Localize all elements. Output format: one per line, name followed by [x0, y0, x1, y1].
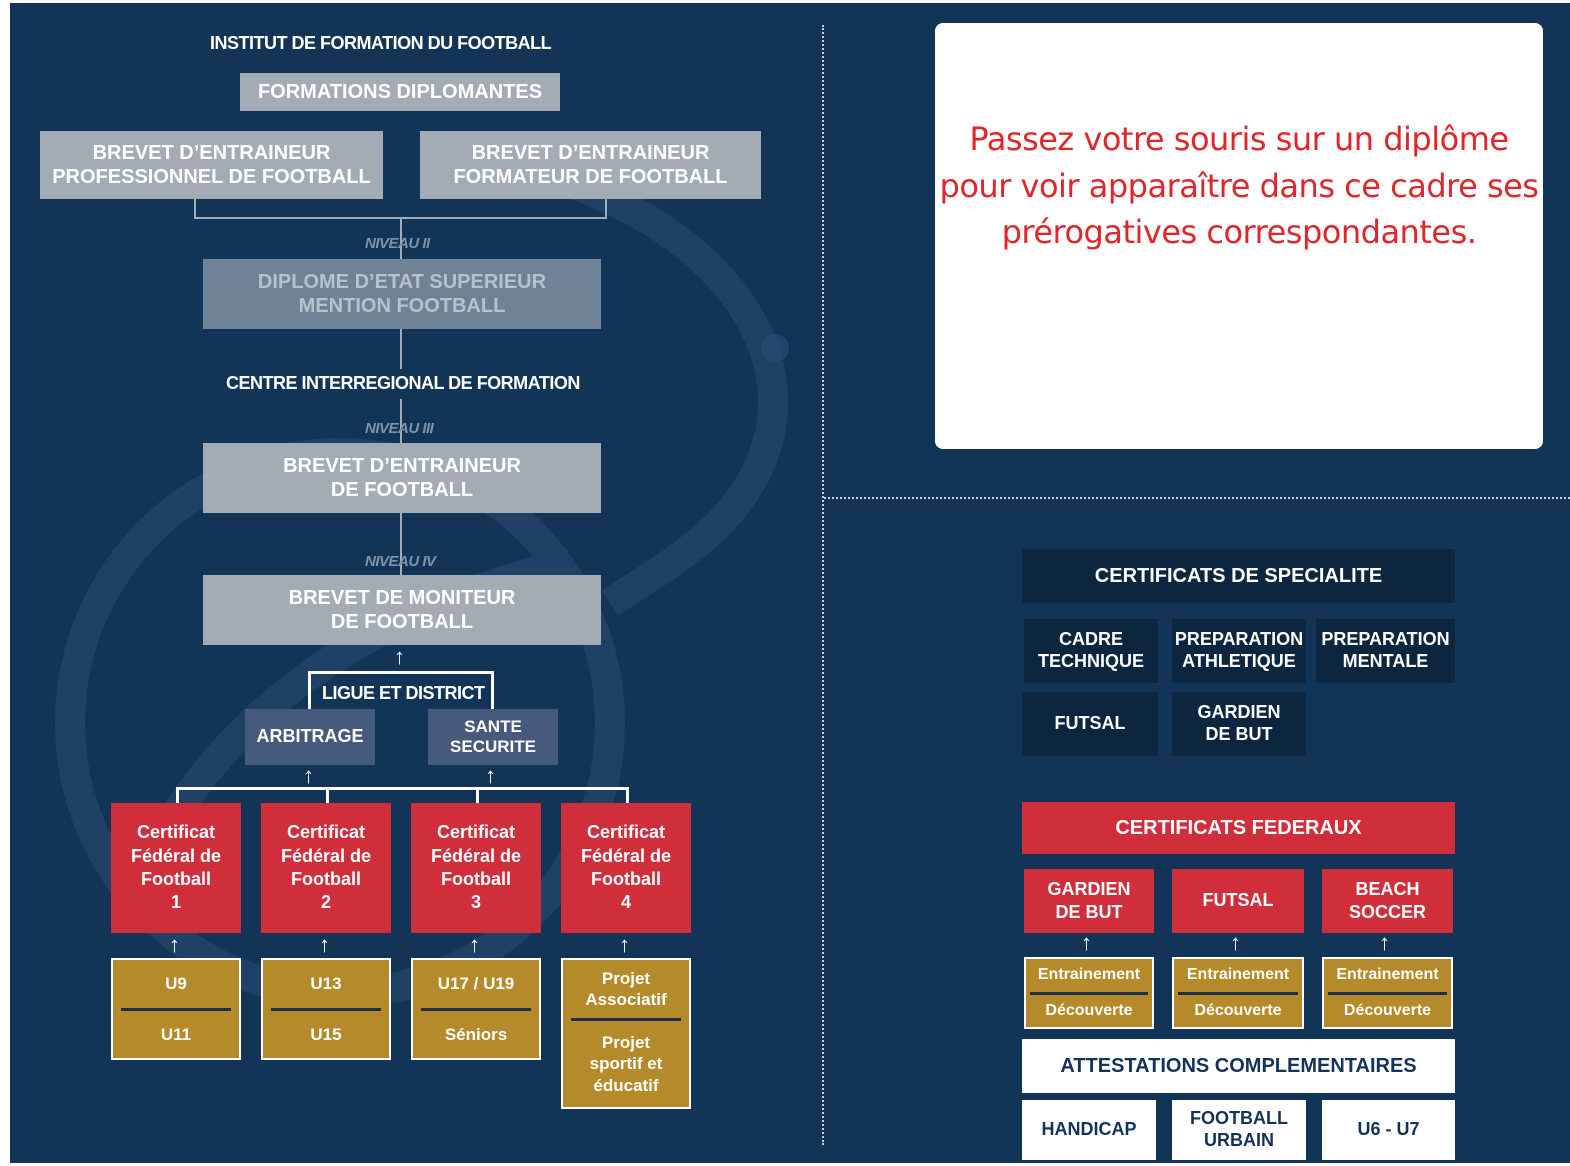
divider [421, 1007, 531, 1011]
connector [626, 787, 629, 803]
bef-diploma[interactable]: BREVET D’ENTRAINEUR DE FOOTBALL [203, 443, 601, 513]
specialite-gardien-de-but[interactable]: GARDIEN DE BUT [1172, 692, 1306, 756]
attestation-u6-u7[interactable]: U6 - U7 [1322, 1100, 1455, 1160]
level-top: Entrainement [1186, 966, 1290, 984]
divider [121, 1007, 231, 1011]
connector [176, 787, 179, 803]
up-arrow-icon: ↑ [169, 932, 180, 957]
bepf-diploma[interactable]: BREVET D’ENTRAINEUR PROFESSIONNEL DE FOO… [40, 131, 383, 199]
up-arrow-icon: ↑ [319, 932, 330, 957]
category-top: U17 / U19 [437, 974, 515, 994]
diagram-canvas: INSTITUT DE FORMATION DU FOOTBALL FORMAT… [10, 3, 1570, 1163]
divider [271, 1007, 381, 1011]
divider [1328, 991, 1447, 995]
up-arrow-icon: ↑ [1230, 930, 1241, 955]
niveau-iv-label: NIVEAU IV [365, 553, 436, 570]
specialite-preparation-athletique[interactable]: PREPARATION ATHLETIQUE [1172, 619, 1306, 683]
level-top: Entrainement [1336, 966, 1439, 984]
cff3-certificate[interactable]: Certificat Fédéral de Football 3 [411, 803, 541, 933]
specialite-preparation-mentale[interactable]: PREPARATION MENTALE [1316, 619, 1455, 683]
cff2-categories[interactable]: U13 U15 [261, 958, 391, 1060]
centre-interregional-label: CENTRE INTERREGIONAL DE FORMATION [226, 373, 580, 393]
federal-futsal-levels[interactable]: Entrainement Découverte [1172, 957, 1304, 1029]
bmf-diploma[interactable]: BREVET DE MONITEUR DE FOOTBALL [203, 575, 601, 645]
prerogatives-panel: Passez votre souris sur un diplôme pour … [935, 23, 1543, 449]
horizontal-separator [824, 497, 1570, 499]
level-bottom: Découverte [1194, 1001, 1282, 1019]
up-arrow-icon: ↑ [394, 644, 405, 669]
level-bottom: Découverte [1045, 1001, 1133, 1019]
sante-securite-box[interactable]: SANTE SECURITE [428, 709, 558, 765]
cff1-categories[interactable]: U9 U11 [111, 958, 241, 1060]
attestation-handicap[interactable]: HANDICAP [1022, 1100, 1156, 1160]
connector [400, 513, 402, 575]
instruction-text: Passez votre souris sur un diplôme pour … [939, 120, 1539, 252]
connector [308, 671, 311, 709]
category-bottom: U15 [310, 1024, 342, 1044]
cff3-categories[interactable]: U17 / U19 Séniors [411, 958, 541, 1060]
specialite-cadre-technique[interactable]: CADRE TECHNIQUE [1024, 619, 1158, 683]
federal-beach-levels[interactable]: Entrainement Découverte [1322, 957, 1453, 1029]
connector [476, 787, 479, 803]
category-top: Projet Associatif [585, 968, 667, 1009]
level-top: Entrainement [1037, 966, 1141, 984]
connector [400, 217, 402, 259]
connector [308, 671, 494, 674]
desjeps-diploma[interactable]: DIPLOME D’ETAT SUPERIEUR MENTION FOOTBAL… [203, 259, 601, 329]
up-arrow-icon: ↑ [1081, 930, 1092, 955]
attestations-title: ATTESTATIONS COMPLEMENTAIRES [1022, 1039, 1455, 1093]
up-arrow-icon: ↑ [303, 763, 314, 788]
federal-futsal[interactable]: FUTSAL [1172, 869, 1304, 933]
connector [491, 671, 494, 709]
category-bottom: Projet sportif et éducatif [589, 1033, 663, 1095]
federal-gardien-levels[interactable]: Entrainement Découverte [1024, 957, 1154, 1029]
federal-beach-soccer[interactable]: BEACH SOCCER [1322, 869, 1453, 933]
federaux-title: CERTIFICATS FEDERAUX [1022, 802, 1455, 854]
connector [400, 399, 402, 443]
cff4-categories[interactable]: Projet Associatif Projet sportif et éduc… [561, 958, 691, 1109]
cff2-certificate[interactable]: Certificat Fédéral de Football 2 [261, 803, 391, 933]
up-arrow-icon: ↑ [469, 932, 480, 957]
up-arrow-icon: ↑ [485, 763, 496, 788]
category-top: U13 [310, 974, 342, 994]
category-bottom: Séniors [444, 1024, 508, 1044]
category-bottom: U11 [160, 1024, 192, 1044]
specialite-futsal[interactable]: FUTSAL [1022, 692, 1158, 756]
specialite-title: CERTIFICATS DE SPECIALITE [1022, 549, 1455, 603]
federal-gardien-de-but[interactable]: GARDIEN DE BUT [1024, 869, 1154, 933]
connector [176, 787, 629, 790]
formations-diplomantes-label: FORMATIONS DIPLOMANTES [240, 73, 560, 111]
category-top: U9 [165, 974, 187, 994]
connector [400, 329, 402, 369]
connector [194, 199, 196, 219]
institut-title: INSTITUT DE FORMATION DU FOOTBALL [210, 33, 552, 53]
arbitrage-box[interactable]: ARBITRAGE [245, 709, 375, 765]
niveau-ii-label: NIVEAU II [365, 235, 430, 252]
ligue-district-label: LIGUE ET DISTRICT [322, 683, 485, 703]
divider [1178, 991, 1298, 995]
connector [605, 199, 607, 219]
cff4-certificate[interactable]: Certificat Fédéral de Football 4 [561, 803, 691, 933]
up-arrow-icon: ↑ [619, 932, 630, 957]
vertical-separator [822, 25, 824, 1145]
level-bottom: Découverte [1343, 1001, 1432, 1019]
up-arrow-icon: ↑ [1379, 930, 1390, 955]
divider [571, 1018, 681, 1021]
beff-diploma[interactable]: BREVET D’ENTRAINEUR FORMATEUR DE FOOTBAL… [420, 131, 761, 199]
connector [326, 787, 329, 803]
attestation-football-urbain[interactable]: FOOTBALL URBAIN [1172, 1100, 1306, 1160]
niveau-iii-label: NIVEAU III [365, 420, 434, 437]
cff1-certificate[interactable]: Certificat Fédéral de Football 1 [111, 803, 241, 933]
divider [1030, 991, 1148, 995]
